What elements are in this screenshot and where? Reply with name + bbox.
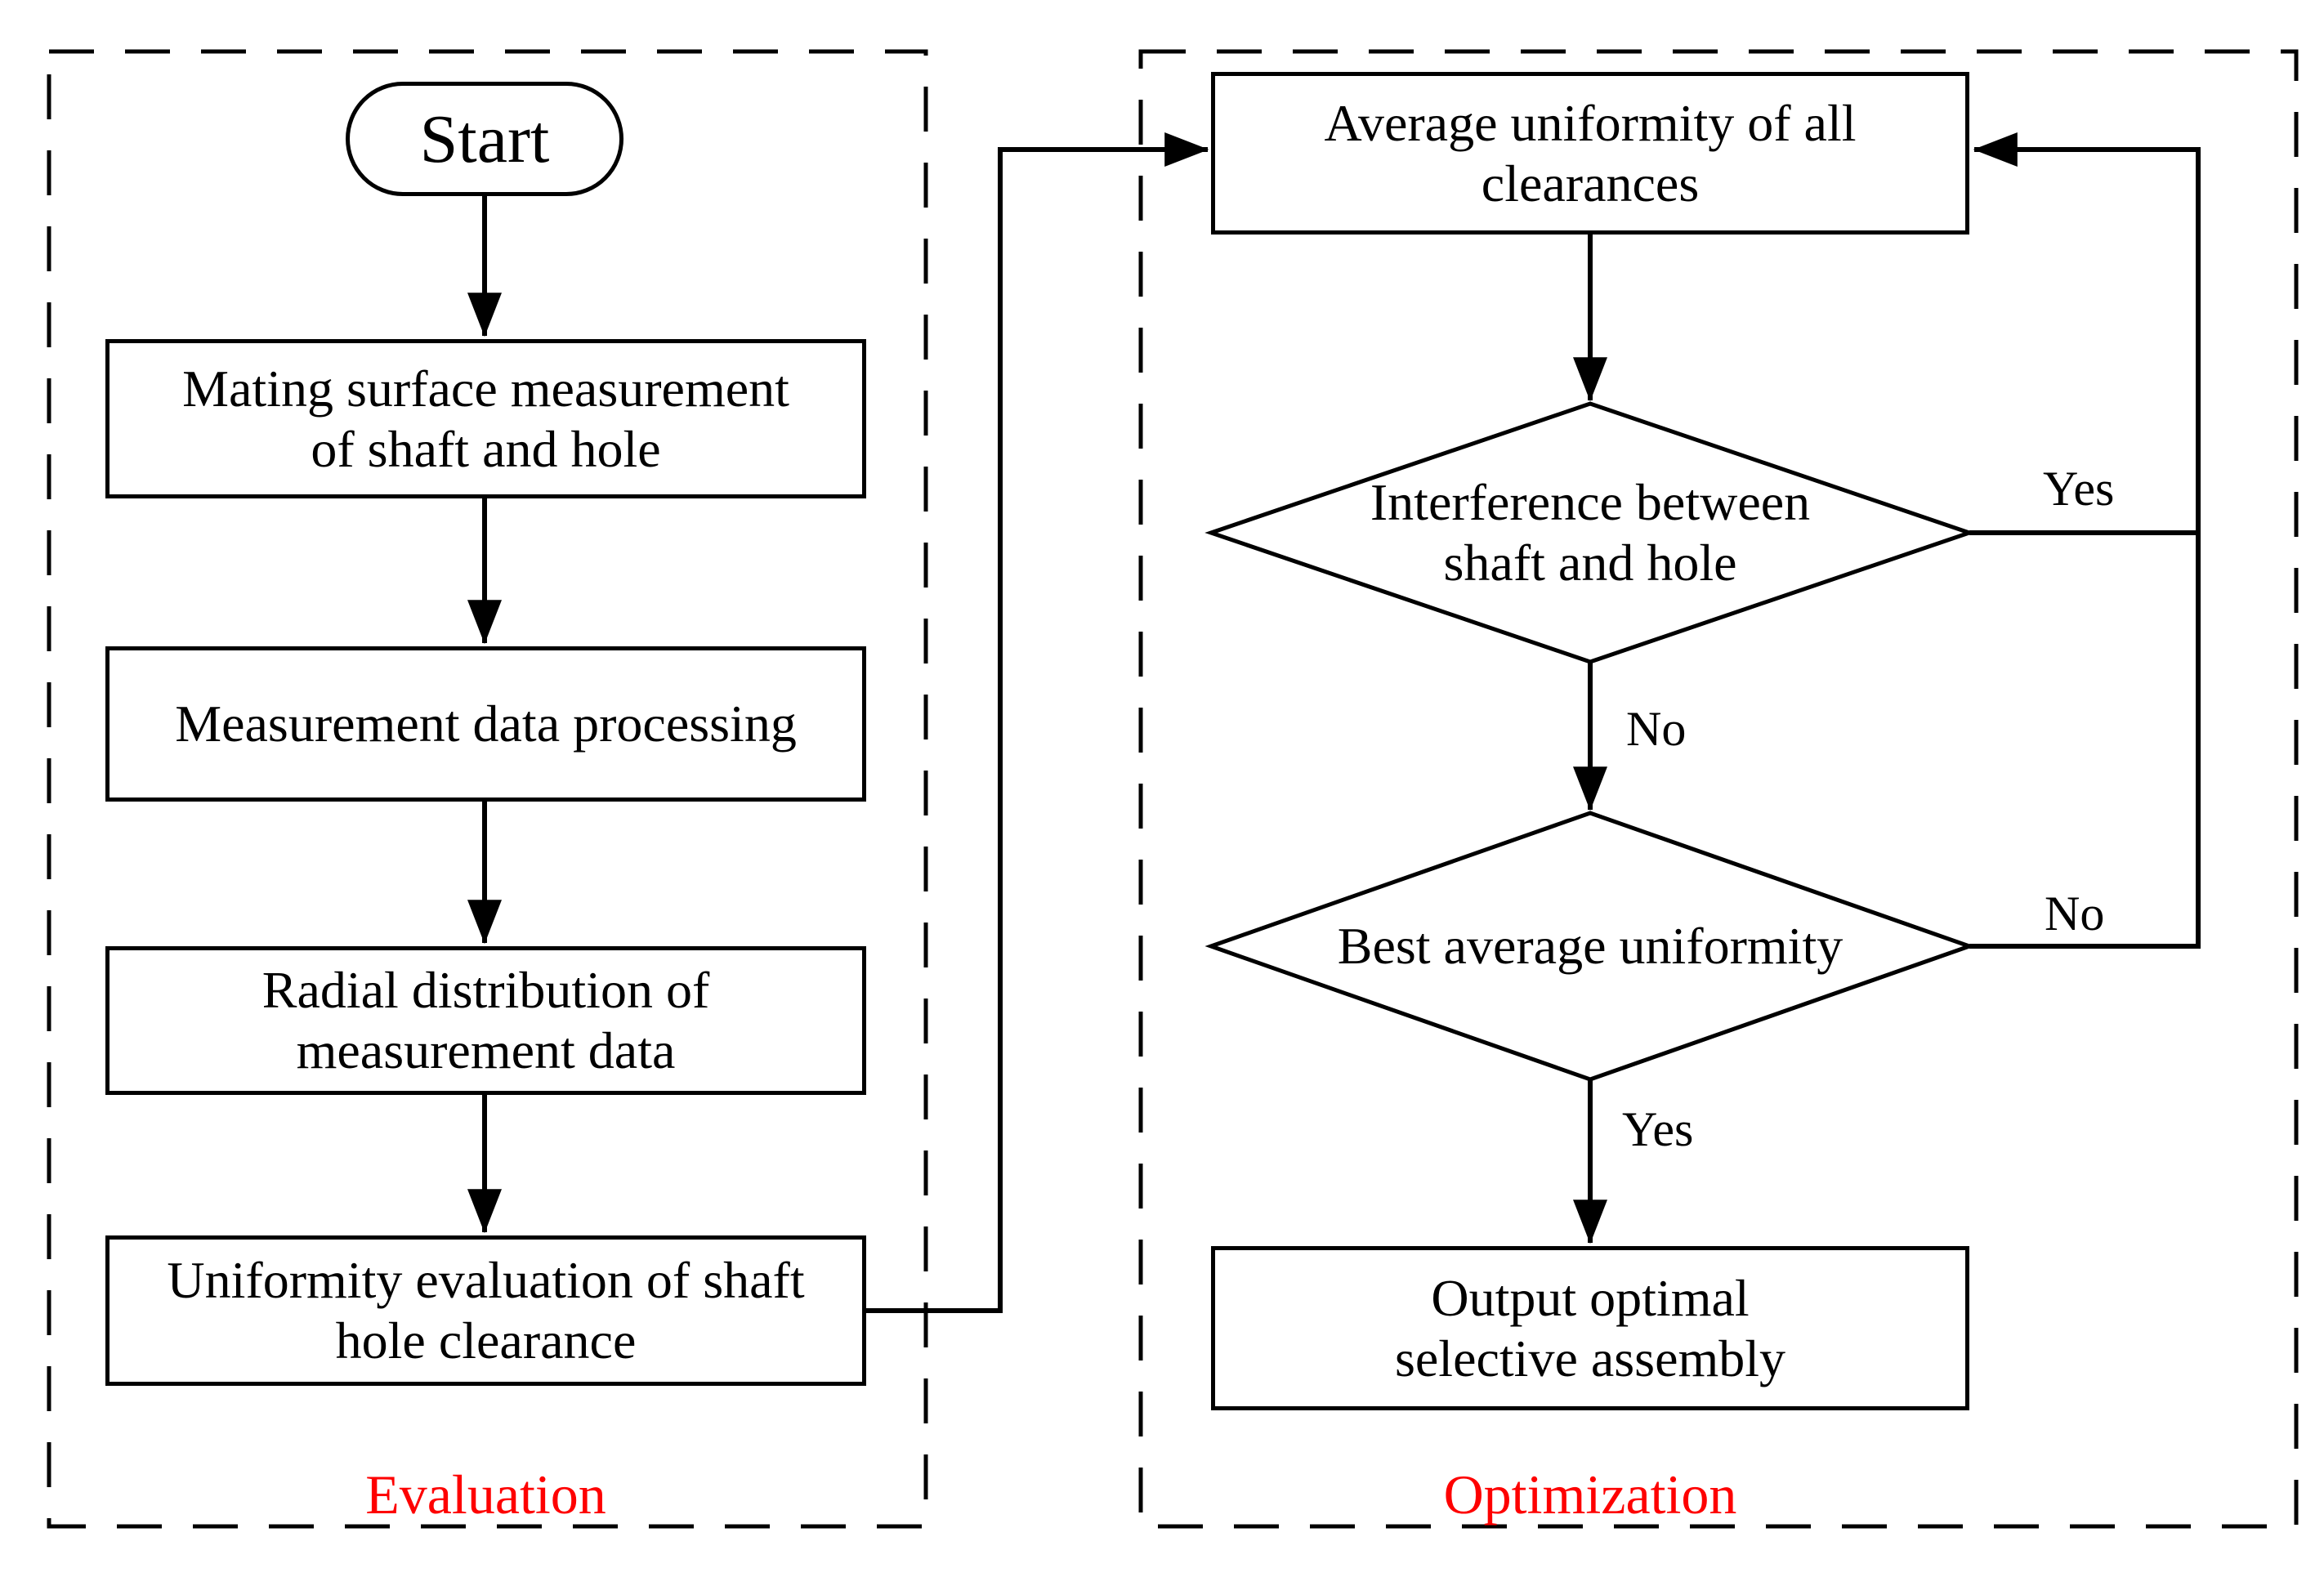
optimization-section-frame: [1138, 49, 2299, 1529]
interference-no-label: No: [1626, 702, 1687, 756]
interference-decision-label: Interference between shaft and hole: [1370, 473, 1811, 592]
optimization-section-label: Optimization: [1443, 1463, 1737, 1526]
interference-yes-label: Yes: [2043, 462, 2115, 516]
connector-uniformity-to-average: [866, 132, 1209, 1313]
evaluation-section-frame: [47, 49, 928, 1529]
best-decision-diamond: [1204, 811, 1976, 1082]
feedback-loop-to-average: [1969, 132, 2201, 949]
uniformity-evaluation-node: Uniformity evaluation of shaft hole clea…: [105, 1235, 866, 1386]
best-no-label: No: [2045, 887, 2105, 940]
radial-distribution-node: Radial distribution of measurement data: [105, 946, 866, 1095]
mating-surface-measurement-node: Mating surface measurement of shaft and …: [105, 339, 866, 498]
interference-decision-diamond: [1204, 401, 1976, 664]
best-yes-label: Yes: [1622, 1102, 1694, 1156]
average-uniformity-node: Average uniformity of all clearances: [1211, 72, 1969, 235]
evaluation-section-label: Evaluation: [365, 1463, 606, 1526]
measurement-data-processing-node: Measurement data processing: [105, 646, 866, 802]
best-decision-label: Best average uniformity: [1337, 917, 1844, 976]
start-node: Start: [346, 82, 623, 196]
output-optimal-assembly-node: Output optimal selective assembly: [1211, 1246, 1969, 1410]
